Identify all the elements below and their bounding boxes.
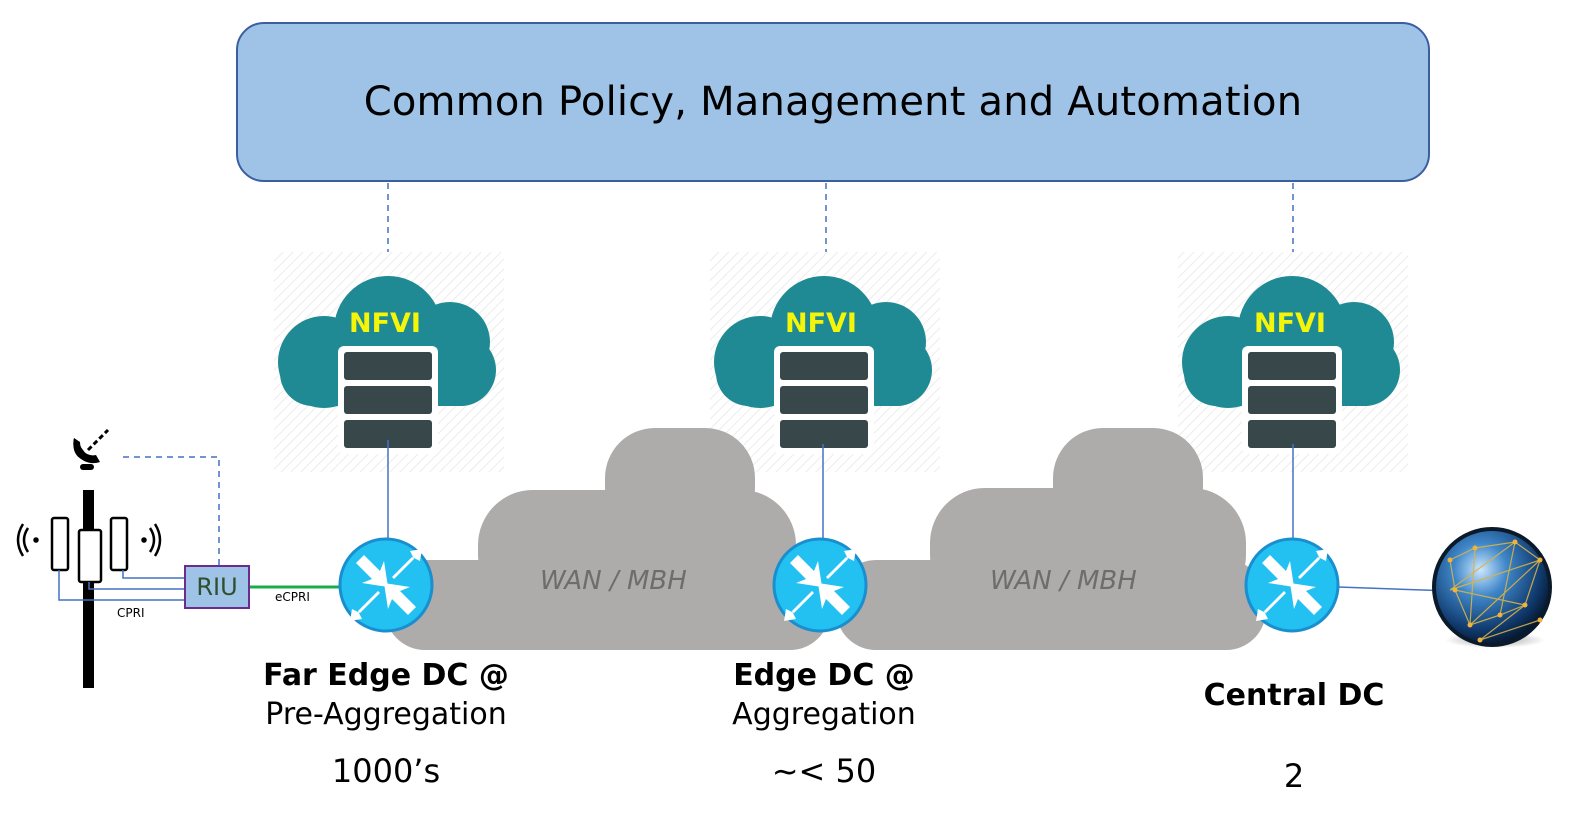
nfvi-label-far-edge: NFVI <box>349 308 421 339</box>
site-count: ~< 50 <box>771 752 877 790</box>
riu-box: RIU <box>184 565 250 609</box>
site-subtitle: Pre-Aggregation <box>265 697 507 732</box>
site-far-edge: Far Edge DC @ Pre-Aggregation 1000’s <box>230 658 542 790</box>
site-count: 1000’s <box>331 752 441 790</box>
ecpri-label: eCPRI <box>275 590 310 604</box>
router-icon-central <box>1244 537 1340 633</box>
radio-wave-left-icon <box>16 523 39 557</box>
server-stack-edge <box>774 346 874 454</box>
router-icon-edge <box>772 537 868 633</box>
wan-cloud-2 <box>836 428 1266 650</box>
server-stack-central <box>1242 346 1342 454</box>
globe-internet-icon <box>1432 527 1552 648</box>
riu-label: RIU <box>196 573 238 601</box>
radio-wave-right-icon <box>141 523 162 557</box>
policy-title: Common Policy, Management and Automation <box>363 79 1303 125</box>
policy-management-box: Common Policy, Management and Automation <box>236 22 1430 182</box>
site-count: 2 <box>1283 757 1305 795</box>
site-title: Edge DC @ <box>733 658 915 693</box>
dish-riu-link <box>123 456 220 575</box>
satellite-dish-icon <box>73 428 110 470</box>
router-icon-far-edge <box>338 537 434 633</box>
wan-label-2: WAN / MBH <box>990 566 1137 596</box>
nfvi-label-edge: NFVI <box>785 308 857 339</box>
wan-cloud-1 <box>385 428 830 650</box>
site-title: Far Edge DC @ <box>263 658 509 693</box>
server-stack-far-edge <box>338 346 438 454</box>
nfvi-label-central: NFVI <box>1254 308 1326 339</box>
site-subtitle: Aggregation <box>732 697 916 732</box>
wan-label-1: WAN / MBH <box>540 566 687 596</box>
cpri-label: CPRI <box>117 606 145 620</box>
cpri-links <box>58 570 186 601</box>
site-edge: Edge DC @ Aggregation ~< 50 <box>668 658 980 790</box>
site-title: Central DC <box>1203 678 1385 713</box>
site-central: Central DC 2 <box>1138 678 1450 795</box>
